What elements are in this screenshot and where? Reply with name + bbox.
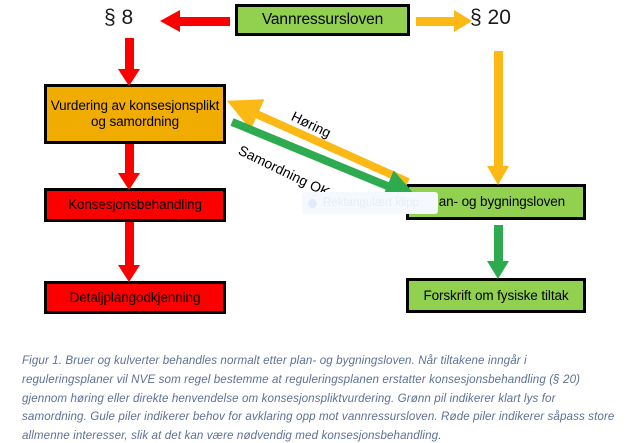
node-vannressursloven: Vannressursloven [235,4,410,36]
arrow-down-yellow-paragraph-20-to-plan-og-bygningsloven [487,51,509,185]
watermark-label: Rektangulært klipp [323,197,419,209]
arrow-down-red-konsesjonsbehandling-to-detaljplangodkjenning [118,222,140,282]
node-forskrift-om-fysiske-tiltak: Forskrift om fysiske tiltak [406,278,586,313]
figure-caption: Figur 1. Bruer og kulverter behandles no… [22,354,615,443]
arrow-shaft [493,51,503,167]
node-detaljplangodkjenning: Detaljplangodkjenning [44,281,226,314]
arrow-left-red-vannressursloven-to-paragraph-8 [160,10,230,32]
arrow-shaft [493,225,503,261]
arrow-shaft [178,16,230,26]
arrow-down-red-paragraph-8-to-vurdering [118,38,140,86]
node-vurdering-av-konsesjonsplikt-og-samordning: Vurdering av konsesjonsplikt og samordni… [44,84,226,144]
arrow-shaft [124,38,134,70]
arrow-shaft [124,144,134,174]
arrowhead-down-icon [118,173,140,190]
node-plan-og-bygningsloven: Plan- og bygningsloven [406,184,586,220]
arrow-down-green-plan-og-bygningsloven-to-forskrift [487,225,509,279]
arrowhead-right-icon [454,10,472,32]
arrowhead-down-icon [118,69,140,86]
arrowhead-down-icon [487,261,509,279]
watermark-rektangulart-klipp: Rektangulært klipp [302,192,438,214]
node-konsesjonsbehandling: Konsesjonsbehandling [44,188,226,222]
label-paragraph-20: § 20 [470,6,511,29]
arrow-down-red-vurdering-to-konsesjonsbehandling [118,144,140,190]
arrow-shaft [124,222,134,265]
arrow-right-yellow-vannressursloven-to-paragraph-20 [416,10,472,32]
edge-label-horing: Høring [288,108,334,141]
arrowhead-down-icon [118,265,140,282]
arrowhead-down-icon [487,166,509,185]
arrowhead-left-icon [160,10,180,32]
watermark-dot-icon [308,198,317,208]
label-paragraph-8: § 8 [104,6,134,29]
arrow-shaft [416,16,456,26]
